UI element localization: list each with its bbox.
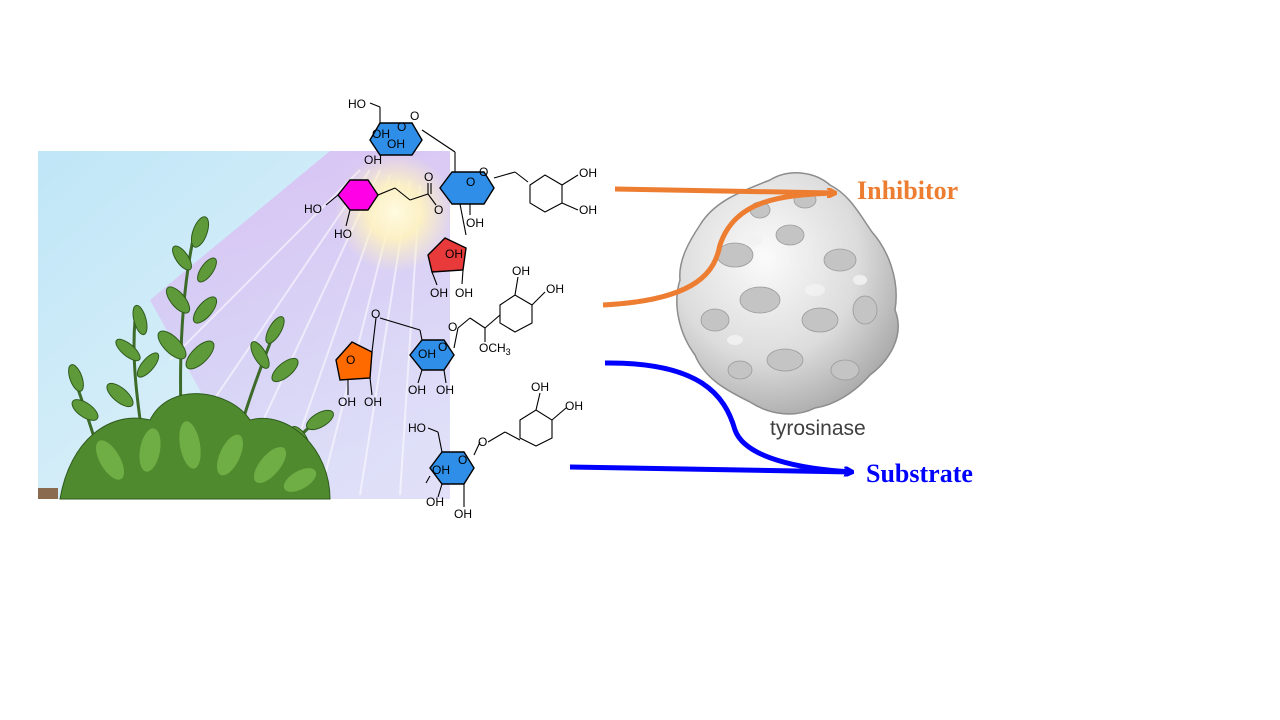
och3-subscript: 3	[506, 347, 511, 357]
central-glucose-o-glyc: O	[479, 165, 488, 179]
inhibitor-arrow-straight	[614, 186, 835, 193]
rhamnose-unit	[427, 237, 467, 286]
central-glucose-unit	[439, 152, 529, 236]
mid-glucose-oh3: OH	[436, 383, 454, 397]
bottom-ring-oh2: OH	[426, 495, 444, 509]
mid-catechol-oh1: OH	[512, 264, 530, 278]
mid-catechol-och3: OCH3	[479, 341, 511, 357]
plant-illustration	[38, 151, 455, 500]
rhamnose-oh3: OH	[455, 286, 473, 300]
bottom-ho: HO	[408, 421, 426, 435]
enzyme-label: tyrosinase	[770, 417, 866, 440]
arabinose-oh2: OH	[364, 395, 382, 409]
caffeoyl-unit	[325, 179, 437, 227]
top-glucose-oh2: OH	[387, 137, 405, 151]
top-glucose-unit	[369, 102, 456, 156]
top-glucose-ring-o: O	[397, 120, 406, 134]
substrate-arrows	[569, 360, 853, 475]
mid-catechol-oh2: OH	[546, 282, 564, 296]
mid-glucose-unit	[409, 327, 459, 384]
structure-labels: HO OH O OH OH O HO HO O O O OH O OH OH O…	[304, 97, 597, 521]
bottom-catechol-oh1: OH	[531, 380, 549, 394]
top-glucose-ho: HO	[348, 97, 366, 111]
substrate-label: Substrate	[866, 459, 973, 488]
arabinose-oh1: OH	[338, 395, 356, 409]
bottom-ring-oh1: OH	[432, 463, 450, 477]
mid-glucose-ring-o: O	[438, 340, 447, 354]
mid-glucose-oh1: OH	[418, 347, 436, 361]
inhibitor-label: Inhibitor	[857, 176, 958, 205]
bottom-ring-o: O	[458, 453, 467, 467]
bottom-glucoside-unit	[425, 392, 567, 507]
substrate-arrow-curved	[604, 360, 852, 472]
mid-catechol-unit	[457, 276, 546, 342]
tyrosinase-protein	[676, 172, 899, 415]
chemical-structure	[325, 102, 579, 507]
top-catechol-unit	[529, 174, 579, 213]
rhamnose-oh2: OH	[430, 286, 448, 300]
top-glucose-o-link: O	[410, 109, 419, 123]
mid-glucose-oh2: OH	[408, 383, 426, 397]
bottom-o-link: O	[478, 435, 487, 449]
top-catechol-oh1: OH	[579, 166, 597, 180]
arabinose-ring-o: O	[346, 353, 355, 367]
rhamnose-oh1: OH	[445, 247, 463, 261]
inhibitor-arrows	[602, 186, 836, 308]
caffeoyl-ester-o: O	[434, 203, 443, 217]
caffeoyl-ho1: HO	[304, 202, 322, 216]
och3-main: OCH	[479, 341, 506, 355]
caffeoyl-ho2: HO	[334, 227, 352, 241]
bottom-ring-oh3: OH	[454, 507, 472, 521]
top-glucose-oh1: OH	[372, 127, 390, 141]
top-glucose-oh3: OH	[364, 153, 382, 167]
inhibitor-arrow-curved	[602, 190, 836, 308]
bottom-catechol-oh2: OH	[565, 399, 583, 413]
central-glucose-oh: OH	[466, 216, 484, 230]
arabinose-o-link: O	[371, 307, 380, 321]
central-glucose-ring-o: O	[466, 175, 475, 189]
top-catechol-oh2: OH	[579, 203, 597, 217]
arabinose-unit	[335, 317, 421, 396]
substrate-arrow-straight	[569, 464, 853, 475]
mid-catechol-o-link: O	[448, 320, 457, 334]
caffeoyl-carbonyl-o: O	[424, 170, 433, 184]
